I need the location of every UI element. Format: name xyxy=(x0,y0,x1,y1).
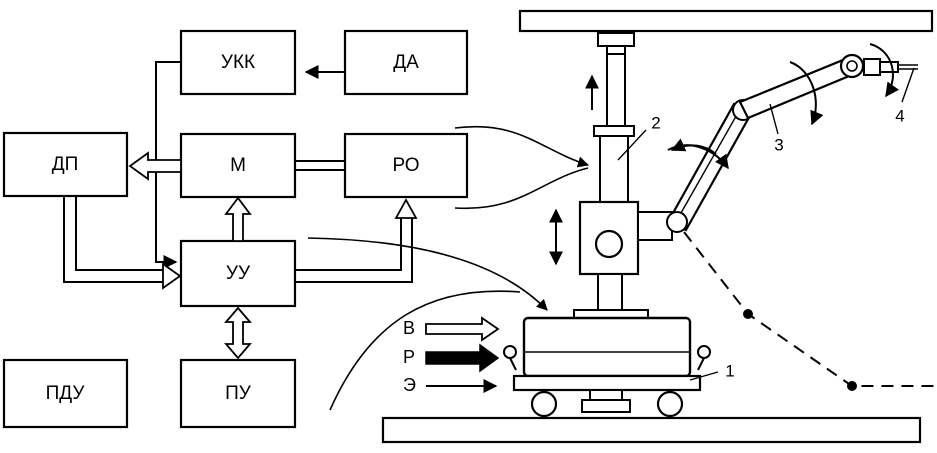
part-label-2: 2 xyxy=(617,113,661,161)
block-pu: ПУ xyxy=(179,358,297,429)
legend-r: Р xyxy=(403,343,500,373)
block-uu: УУ xyxy=(179,239,297,308)
arm-lower-segment xyxy=(666,99,754,233)
block-ukk: УКК xyxy=(179,29,297,96)
legend-r-label: Р xyxy=(403,347,415,367)
block-m-label: М xyxy=(230,155,246,176)
trajectory-path xyxy=(683,231,935,391)
link-m-ro xyxy=(295,160,345,171)
curve-ro-to-column xyxy=(454,167,589,210)
legend-e: Э xyxy=(403,375,498,395)
rotation-arrow-shoulder-b xyxy=(670,138,717,155)
block-ukk-label: УКК xyxy=(221,52,255,73)
lower-column xyxy=(597,273,623,311)
rotation-arrow-elbow xyxy=(789,61,824,126)
svg-text:4: 4 xyxy=(895,106,904,125)
part-label-4: 4 xyxy=(895,67,915,125)
middle-column xyxy=(599,135,629,203)
rotation-arrow-wrist xyxy=(869,43,899,98)
arrow-uu-m xyxy=(224,196,252,242)
block-da-label: ДА xyxy=(393,52,419,73)
mobile-base xyxy=(503,309,711,418)
upper-column xyxy=(606,53,626,127)
block-pdu-label: ПДУ xyxy=(46,383,86,404)
block-pdu: ПДУ xyxy=(2,358,129,429)
column-clamp xyxy=(597,32,635,55)
block-uu-label: УУ xyxy=(226,263,251,284)
carriage xyxy=(578,200,673,276)
arrow-dp-uu xyxy=(63,196,182,290)
floor-slab xyxy=(381,416,922,444)
curve-uu-to-base xyxy=(307,237,548,311)
block-dp: ДП xyxy=(2,131,129,198)
block-dp-label: ДП xyxy=(52,154,79,175)
legend-v-label: В xyxy=(403,318,415,338)
legend-e-label: Э xyxy=(403,375,416,395)
svg-text:3: 3 xyxy=(774,135,783,154)
part-label-1: 1 xyxy=(689,361,735,381)
svg-text:1: 1 xyxy=(725,361,734,380)
block-pu-label: ПУ xyxy=(225,383,252,404)
block-da: ДА xyxy=(343,29,469,96)
block-m: М xyxy=(179,132,297,199)
arrow-uu-pu xyxy=(224,306,252,360)
legend-v: В xyxy=(403,316,500,342)
ceiling-beam xyxy=(518,9,934,33)
arrow-m-dp xyxy=(128,151,182,181)
svg-text:2: 2 xyxy=(651,113,660,132)
arm-upper-segment xyxy=(738,53,865,120)
block-ro-label: РО xyxy=(392,155,419,176)
gripper xyxy=(863,58,918,76)
column-collar xyxy=(593,125,635,137)
block-ro: РО xyxy=(343,132,469,199)
part-label-3: 3 xyxy=(769,103,784,154)
curve-lower-sweep xyxy=(329,290,521,411)
curve-m-to-column xyxy=(454,126,590,168)
arrow-uu-ro xyxy=(295,198,418,283)
